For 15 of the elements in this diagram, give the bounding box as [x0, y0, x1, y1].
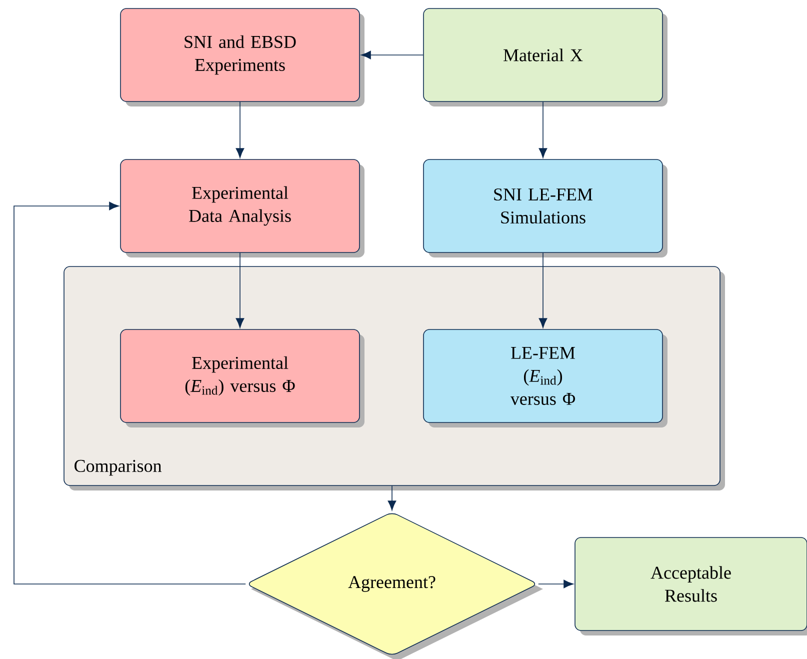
process-box: Material X	[423, 8, 668, 106]
process-box: Experimental (E$_{ind}$) versus Φ	[120, 329, 364, 428]
arrow	[14, 202, 246, 584]
process-box: LE-FEM (E$_{ind}$) versus Φ	[423, 329, 668, 428]
arrow	[361, 50, 424, 60]
arrow	[538, 580, 574, 588]
process-box: Experimental Data Analysis	[120, 159, 364, 258]
arrow	[236, 102, 244, 158]
arrow	[236, 252, 244, 328]
process-box: SNI and EBSD Experiments	[120, 8, 364, 106]
process-box: Acceptable Results	[574, 537, 807, 636]
arrow	[538, 252, 548, 328]
arrow	[388, 486, 396, 510]
arrow	[538, 102, 548, 158]
process-box: SNI LE-FEM Simulations	[423, 159, 668, 258]
